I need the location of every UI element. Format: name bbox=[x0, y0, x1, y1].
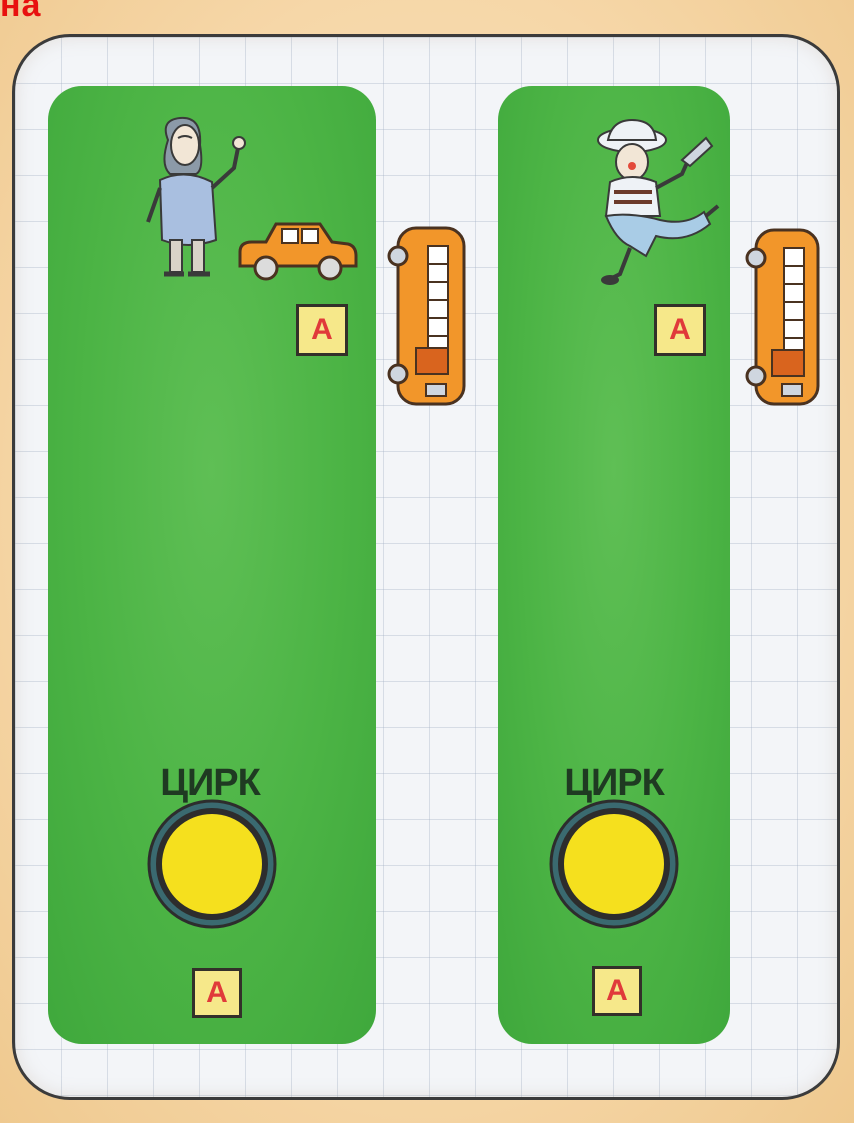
bus-stop-sign-letter: А bbox=[669, 313, 691, 347]
bus-stop-sign-bottom-left: А bbox=[192, 968, 242, 1018]
bus-stop-sign-letter: А bbox=[311, 313, 333, 347]
bus-stop-sign-top-right: А bbox=[654, 304, 706, 356]
bus-stop-sign-letter: А bbox=[606, 974, 628, 1008]
clown-figure bbox=[586, 116, 726, 296]
bus-stop-sign-letter: А bbox=[206, 976, 228, 1010]
circus-stop-circle bbox=[144, 796, 280, 932]
circus-stop-circle bbox=[546, 796, 682, 932]
bus-icon bbox=[384, 224, 474, 410]
bus-icon bbox=[742, 226, 828, 410]
car-icon bbox=[236, 216, 360, 286]
bus-stop-sign-bottom-right: А bbox=[592, 966, 642, 1016]
bus-stop-sign-top-left: А bbox=[296, 304, 348, 356]
corner-text: на bbox=[0, 0, 41, 25]
